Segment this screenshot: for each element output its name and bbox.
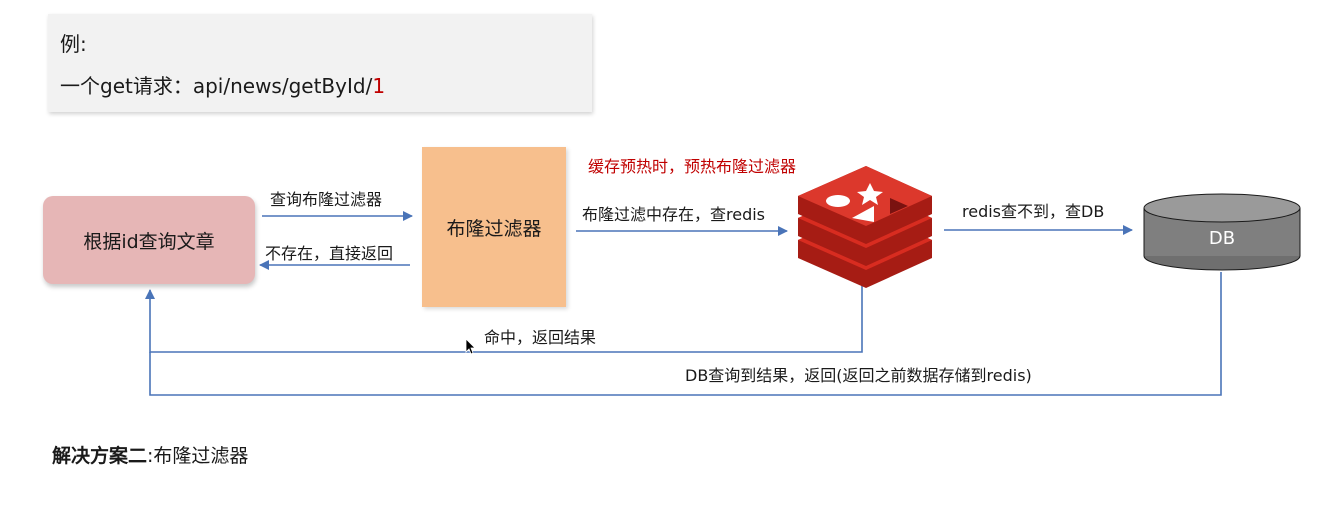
label-query-bloom: 查询布隆过滤器: [270, 190, 383, 209]
bloom-filter-node: 布隆过滤器: [422, 147, 566, 307]
article-query-node: 根据id查询文章: [43, 196, 255, 284]
arrow-hit-return: [145, 280, 863, 353]
db-label: DB: [1208, 227, 1236, 249]
solution-detail: 布隆过滤器: [153, 445, 249, 467]
example-box: [48, 14, 592, 112]
example-request-prefix: 一个get请求：api/news/getById/: [60, 74, 373, 98]
redis-logo-icon: [798, 166, 932, 288]
example-label: 例:: [60, 32, 87, 56]
solution-title: 解决方案二: [52, 445, 148, 467]
solution-separator: :: [147, 445, 154, 467]
label-query-redis: 布隆过滤中存在，查redis: [582, 205, 766, 224]
db-cylinder-icon: [1143, 193, 1301, 271]
example-request: 一个get请求：api/news/getById/1: [60, 70, 385, 99]
label-cache-prewarm: 缓存预热时，预热布隆过滤器: [588, 157, 797, 176]
mouse-cursor-icon: [465, 338, 476, 355]
arrow-db-return: [149, 272, 1222, 396]
example-request-id: 1: [372, 74, 386, 98]
label-not-exist-return: 不存在，直接返回: [265, 244, 394, 263]
article-query-label: 根据id查询文章: [83, 230, 215, 253]
label-db-return: DB查询到结果，返回(返回之前数据存储到redis): [685, 366, 1032, 385]
bloom-filter-label: 布隆过滤器: [446, 217, 542, 240]
solution-line: 解决方案二:布隆过滤器: [52, 441, 248, 468]
label-query-db: redis查不到，查DB: [962, 202, 1105, 221]
label-hit-return: 命中，返回结果: [484, 328, 597, 347]
